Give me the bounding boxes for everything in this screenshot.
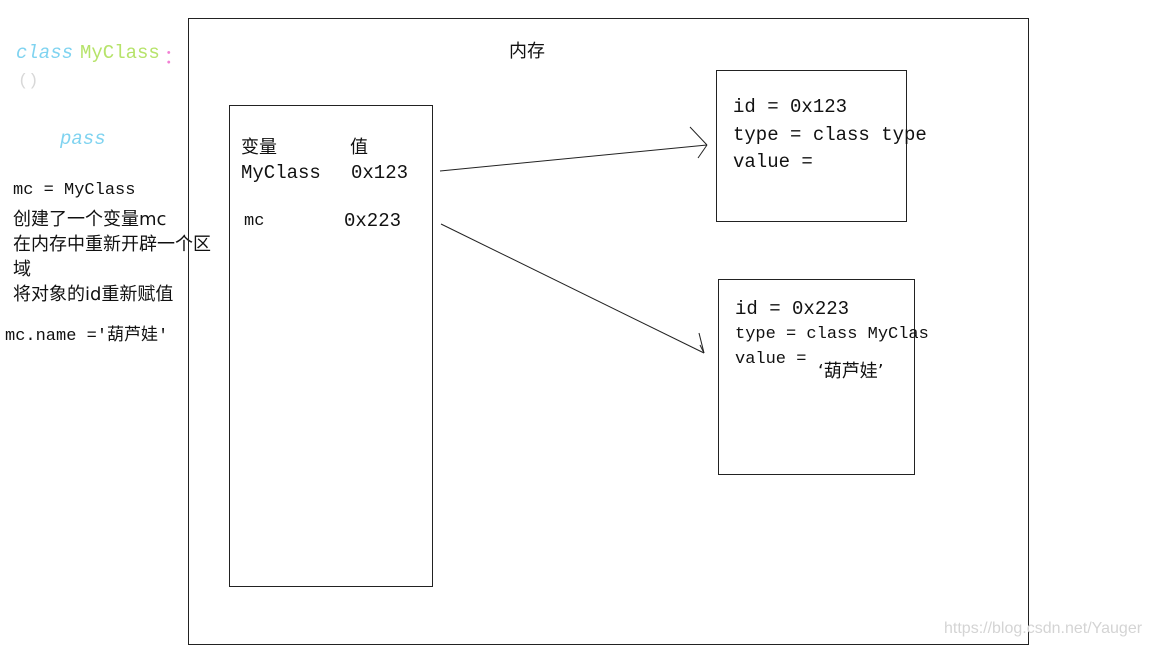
- table-row-var-mc: mc: [244, 212, 265, 231]
- memory-title: 内存: [509, 41, 545, 62]
- explain-line-2b: 域: [13, 259, 31, 280]
- table-row-val-myclass: 0x123: [351, 162, 409, 184]
- table-header-variable: 变量: [241, 137, 277, 158]
- explain-line-3: 将对象的id重新赋值: [13, 284, 174, 305]
- table-row-val-mc: 0x223: [344, 210, 402, 232]
- object-box-instance: [718, 279, 915, 475]
- object-1-type: type = class type: [733, 124, 927, 146]
- memory-frame: [188, 18, 1029, 645]
- class-colon: ：: [164, 46, 184, 68]
- table-header-value: 值: [350, 137, 368, 158]
- explain-line-2a: 在内存中重新开辟一个区: [13, 234, 211, 255]
- object-2-value-content: ‘葫芦娃’: [818, 361, 884, 382]
- object-box-class: [716, 70, 907, 222]
- class-keyword: class: [16, 42, 74, 64]
- object-1-value: value =: [733, 151, 813, 173]
- class-name: MyClass: [80, 42, 160, 64]
- watermark-text: https://blog.csdn.net/Yauger: [944, 620, 1143, 637]
- object-2-type: type = class MyClas: [735, 325, 929, 344]
- explain-line-1: 创建了一个变量mc: [13, 209, 167, 230]
- table-row-var-myclass: MyClass: [241, 162, 321, 184]
- arrowhead-2-lower: [699, 344, 705, 354]
- object-1-id: id = 0x123: [733, 96, 848, 118]
- arrowhead-2-upper: [698, 332, 705, 354]
- arrowhead-1-upper: [689, 126, 708, 146]
- arrow-mc-to-object2: [440, 223, 705, 354]
- name-assign-line: mc.name ='葫芦娃': [5, 327, 169, 346]
- object-2-id: id = 0x223: [735, 298, 850, 320]
- variable-table: [229, 105, 433, 587]
- arrow-myclass-to-object1: [439, 144, 708, 172]
- arrowhead-1-lower: [697, 144, 708, 159]
- pass-keyword: pass: [60, 128, 106, 150]
- object-2-value: value =: [735, 350, 807, 369]
- assign-line: mc = MyClass: [13, 181, 136, 200]
- class-paren: (): [18, 72, 39, 91]
